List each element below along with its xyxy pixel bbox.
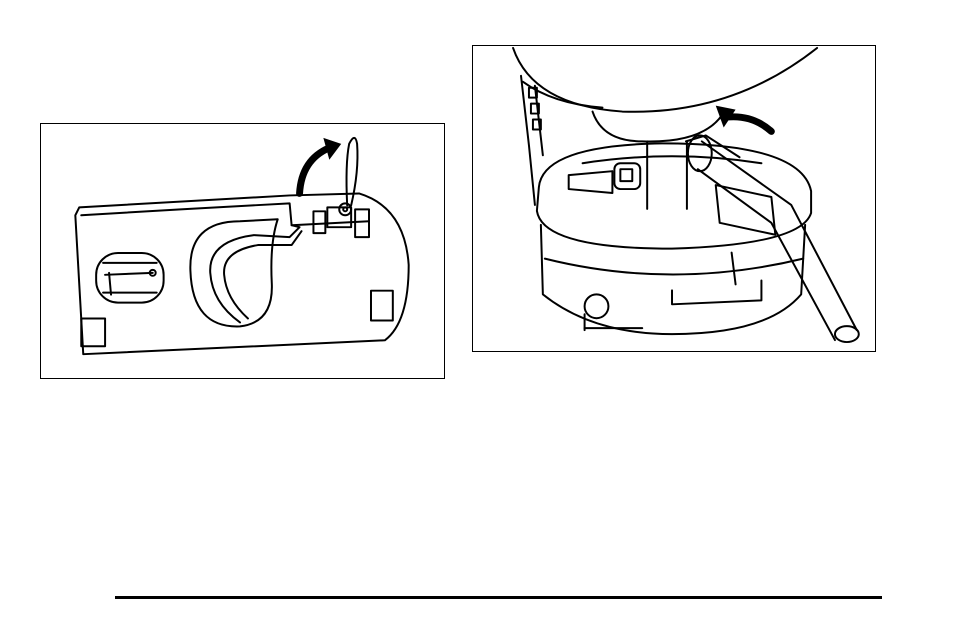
hoist-drawing bbox=[473, 46, 875, 351]
page-footer-rule bbox=[115, 596, 882, 599]
jack-bracket-drawing bbox=[41, 124, 444, 378]
spare-tire-hoist-illustration bbox=[472, 45, 876, 352]
adjustment-nut bbox=[614, 163, 640, 189]
corner-tab-left bbox=[81, 318, 105, 346]
retaining-clip bbox=[347, 138, 358, 205]
left-slot bbox=[96, 253, 163, 303]
bolt-hole bbox=[585, 294, 609, 318]
jack-bracket-illustration bbox=[40, 123, 445, 379]
curved-arrow-icon bbox=[716, 106, 772, 132]
hoist-dome bbox=[513, 48, 817, 112]
corner-tab-right bbox=[371, 291, 393, 321]
curved-arrow-icon bbox=[300, 138, 342, 194]
